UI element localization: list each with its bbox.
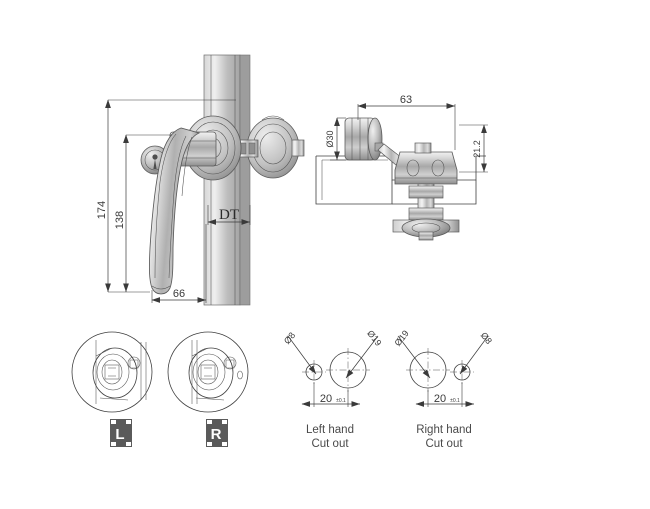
dimension-174-label: 174: [96, 201, 108, 219]
top-plan-view: 63 Ø30 21.2: [315, 94, 488, 241]
dimension-body-height: 21.2: [459, 124, 488, 173]
dimension-21-2-label: 21.2: [472, 140, 482, 158]
cutout-right-spacing-label: 20: [434, 393, 446, 405]
cutout-left-large-hole-label: Ø19: [365, 328, 383, 348]
lock-shaft: [235, 139, 259, 158]
cutout-left-caption-line2: Cut out: [311, 438, 349, 450]
cutout-right-small-hole-label: Ø8: [479, 330, 494, 346]
dimension-138-label: 138: [114, 211, 126, 229]
badge-right-letter: R: [211, 426, 222, 443]
front-elevation-view: 174 138 66 DT: [96, 54, 305, 306]
dimension-height-inner: 138: [114, 134, 172, 292]
lock-housing-top: [394, 142, 458, 185]
dimension-door-thickness: DT: [207, 205, 251, 225]
cutout-right-caption-line1: Right hand: [416, 424, 472, 436]
badge-right-hand: R: [206, 419, 228, 447]
cutout-right-tolerance-label: ±0.1: [450, 398, 460, 404]
cutout-right-hand: Ø19 Ø8 20 ±0.1 Right hand Cut out: [392, 328, 494, 450]
cutout-right-caption-line2: Cut out: [425, 438, 463, 450]
cutout-left-hand: Ø8 Ø19 20 ±0.1 Left hand Cut out: [282, 328, 384, 450]
detail-view-right-hand: R: [167, 331, 249, 447]
detail-view-left-hand: L: [71, 331, 153, 447]
badge-left-letter: L: [115, 426, 124, 443]
cutout-left-small-hole-label: Ø8: [282, 330, 297, 346]
cutout-left-caption-line1: Left hand: [306, 424, 354, 436]
dimension-knob-diameter: Ø30: [325, 117, 346, 161]
handle-lever: [148, 127, 201, 295]
cutout-left-spacing-label: 20: [320, 393, 332, 405]
cutout-left-tolerance-label: ±0.1: [336, 398, 346, 404]
dimension-dt-label: DT: [219, 207, 239, 223]
dimension-diameter30-label: Ø30: [325, 130, 335, 147]
dimension-66-label: 66: [173, 288, 185, 300]
dimension-depth-overall: 63: [357, 94, 456, 150]
lock-shaft-assembly: [392, 183, 460, 241]
dimension-height-overall: 174: [96, 99, 236, 293]
dimension-63-label: 63: [400, 94, 412, 106]
dimension-width-handle: 66: [151, 224, 207, 303]
cutout-right-large-hole-label: Ø19: [392, 328, 410, 348]
rotating-knob: [344, 117, 384, 161]
badge-left-hand: L: [110, 419, 132, 447]
